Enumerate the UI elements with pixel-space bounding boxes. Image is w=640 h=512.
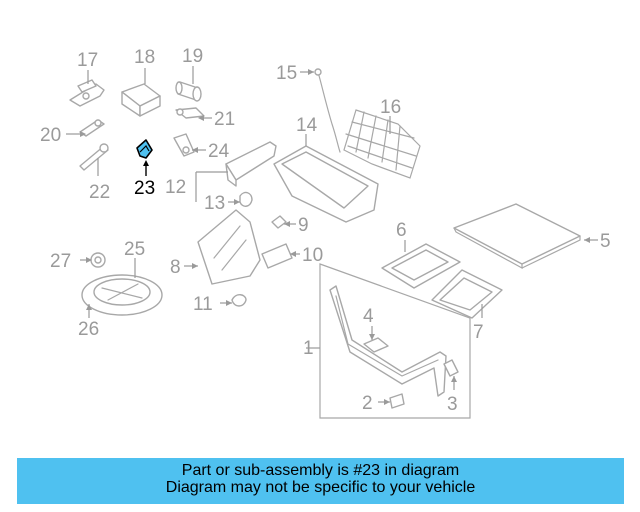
callout-4: 4 [363,306,374,327]
parts-diagram: 17 18 19 20 21 22 23 [40,46,611,419]
callout-19: 19 [182,46,203,67]
callout-2: 2 [362,393,373,414]
callout-22: 22 [89,182,110,203]
part-17-bracket [69,79,105,107]
part-22-rod [79,143,109,171]
callout-7: 7 [473,322,484,343]
part-25-tire-tray [81,274,163,316]
part-2-clip [389,393,405,409]
part-21-clip [175,107,205,119]
callout-24: 24 [208,141,230,162]
callout-1: 1 [303,338,314,359]
callout-23: 23 [134,178,155,199]
callout-26: 26 [78,319,99,340]
callout-8: 8 [170,257,181,278]
callout-15: 15 [276,63,297,84]
info-banner: Part or sub-assembly is #23 in diagram D… [17,458,624,504]
callout-17: 17 [77,50,98,71]
callout-14: 14 [296,115,318,136]
callout-21: 21 [214,109,235,130]
part-18-module [121,83,161,117]
callout-10: 10 [302,245,323,266]
part-16-cargo-net [343,109,421,179]
callout-9: 9 [298,215,309,236]
part-3-clip [443,359,459,377]
part-4-clip [363,337,389,353]
callout-27: 27 [50,251,71,272]
part-5-trunk-mat [453,203,581,270]
callout-11: 11 [193,294,213,315]
callout-16: 16 [380,97,401,118]
part-12-bracket [225,141,277,187]
callout-12: 12 [165,177,186,198]
callout-6: 6 [396,220,407,241]
banner-line-2: Diagram may not be specific to your vehi… [165,479,476,496]
part-1-trunk-trim-frame [319,263,471,419]
part-27-fastener [90,252,106,268]
callout-5: 5 [600,231,611,252]
part-14-shelf [273,145,379,223]
callout-3: 3 [447,394,458,415]
part-13-fastener [239,191,253,207]
banner-line-1: Part or sub-assembly is #23 in diagram [181,462,460,479]
part-6-tray [381,243,461,289]
part-9-clip [271,215,287,229]
part-19-cylinder [175,81,202,102]
part-7-tray [431,269,503,319]
part-10-panel [261,243,293,269]
part-8-trim-panel [197,209,261,285]
part-23-clip-highlighted [136,139,153,159]
callout-18: 18 [134,47,155,68]
part-11-clip [231,294,247,307]
callout-20: 20 [40,125,61,146]
part-24-clip [173,133,195,157]
callout-13: 13 [204,193,225,214]
part-15-cable [314,68,341,153]
callout-25: 25 [124,239,145,260]
